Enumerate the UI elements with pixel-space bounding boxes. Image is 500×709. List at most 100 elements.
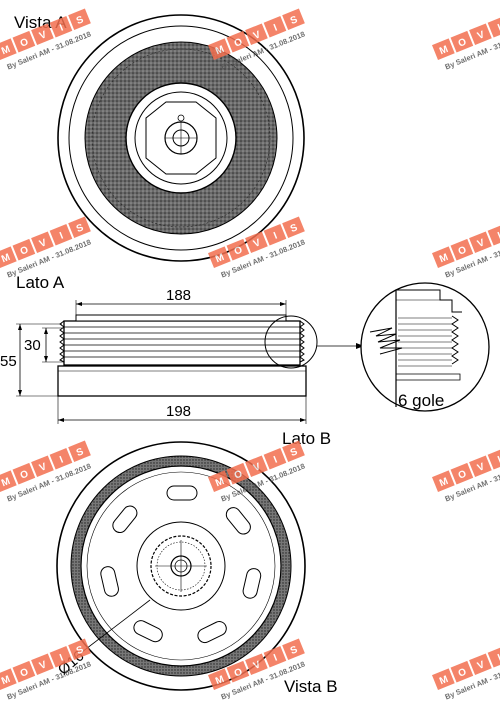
watermark-tile — [208, 246, 231, 268]
watermark-tile — [282, 216, 305, 239]
watermark-letter: O — [233, 36, 245, 49]
watermark-letter: O — [457, 666, 469, 679]
watermark-letter: S — [289, 644, 300, 657]
watermark-tile — [31, 23, 54, 46]
watermark-letter: M — [0, 674, 12, 687]
watermark-tile — [0, 246, 17, 268]
watermark-tile — [226, 660, 250, 683]
watermark-tile — [0, 38, 17, 60]
dim-198: 198 — [166, 403, 191, 420]
watermark-tile — [469, 455, 492, 478]
watermark-letter: I — [272, 454, 279, 465]
watermark-letter: M — [438, 476, 450, 489]
watermark-tile — [450, 30, 474, 53]
watermark-letter: M — [0, 44, 12, 57]
watermark-tile — [432, 246, 455, 268]
watermark-letter: O — [457, 468, 469, 481]
watermark-tile — [0, 668, 17, 690]
watermark-letter: I — [58, 652, 65, 663]
watermark-letter: I — [58, 22, 65, 33]
watermark-tile — [31, 231, 54, 254]
watermark-tile — [487, 15, 500, 38]
watermark-tile — [432, 470, 455, 492]
watermark-tile — [450, 462, 474, 485]
watermark-letter: V — [476, 29, 487, 42]
watermark-tile — [263, 645, 287, 668]
watermark-tile — [263, 223, 287, 246]
watermark-letter: V — [38, 237, 49, 250]
watermark-letter: O — [19, 36, 31, 49]
watermark-tile — [282, 638, 305, 661]
watermark-letter: I — [58, 230, 65, 241]
watermark-tile — [208, 470, 231, 492]
dim-188: 188 — [166, 287, 191, 304]
watermark-letter: S — [75, 222, 86, 235]
watermark-letter: M — [214, 44, 226, 57]
watermark-tile — [226, 462, 250, 485]
watermark-tile — [12, 660, 36, 683]
dim-55: 55 — [0, 353, 17, 370]
watermark-tile — [49, 447, 73, 470]
watermark-tile — [68, 8, 91, 31]
watermark-tile — [263, 15, 287, 38]
watermark-tile — [68, 440, 91, 463]
watermark-letter: O — [19, 244, 31, 257]
watermark-tile — [282, 440, 305, 463]
watermark-letter: M — [214, 674, 226, 687]
watermark-letter: M — [438, 674, 450, 687]
watermark-letter: I — [496, 454, 500, 465]
watermark-tile — [245, 23, 268, 46]
watermark-letter: I — [496, 652, 500, 663]
watermark-letter: M — [0, 476, 12, 489]
watermark-tile — [469, 23, 492, 46]
watermark-tile — [432, 668, 455, 690]
watermark-letter: V — [252, 461, 263, 474]
watermark-letter: M — [438, 44, 450, 57]
watermark-letter: O — [233, 468, 245, 481]
watermark-tile — [450, 660, 474, 683]
groove-lines — [64, 326, 300, 358]
watermark-tile — [12, 462, 36, 485]
watermark-letter: M — [0, 252, 12, 265]
watermark-letter: V — [38, 29, 49, 42]
watermark-tile — [263, 447, 287, 470]
watermark-tile — [487, 447, 500, 470]
watermark-letter: V — [252, 29, 263, 42]
watermark-letter: S — [75, 14, 86, 27]
watermark-letter: S — [75, 644, 86, 657]
groove-detail-view — [360, 282, 490, 412]
watermark-tile — [469, 231, 492, 254]
watermark-letter: O — [19, 468, 31, 481]
watermark-tile — [282, 8, 305, 31]
lato-a-side-view — [16, 300, 364, 424]
dim-30: 30 — [24, 337, 41, 354]
watermark-tile — [245, 653, 268, 676]
watermark-tile — [12, 238, 36, 261]
watermark-letter: M — [214, 476, 226, 489]
watermark-tile — [487, 223, 500, 246]
watermark-tile — [487, 645, 500, 668]
watermark-letter: I — [58, 454, 65, 465]
watermark-letter: O — [233, 244, 245, 257]
watermark-letter: S — [289, 14, 300, 27]
watermark-tile — [245, 455, 268, 478]
watermark-letter: I — [272, 230, 279, 241]
watermark-letter: O — [233, 666, 245, 679]
watermark-tile — [245, 231, 268, 254]
vista-b-view — [56, 441, 306, 691]
watermark-tile — [68, 216, 91, 239]
vista-b-label: Vista B — [284, 677, 338, 696]
watermark-letter: V — [476, 461, 487, 474]
watermark-letter: V — [476, 659, 487, 672]
watermark-tile — [226, 238, 250, 261]
watermark-letter: S — [289, 446, 300, 459]
watermark-letter: I — [496, 230, 500, 241]
